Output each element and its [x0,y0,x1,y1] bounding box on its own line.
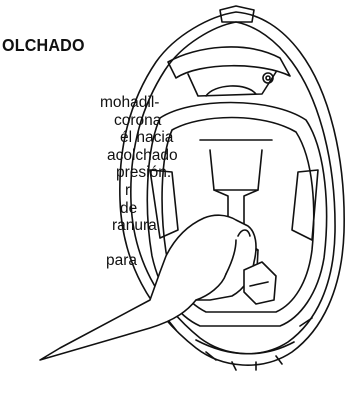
hand-illustration [40,215,256,360]
